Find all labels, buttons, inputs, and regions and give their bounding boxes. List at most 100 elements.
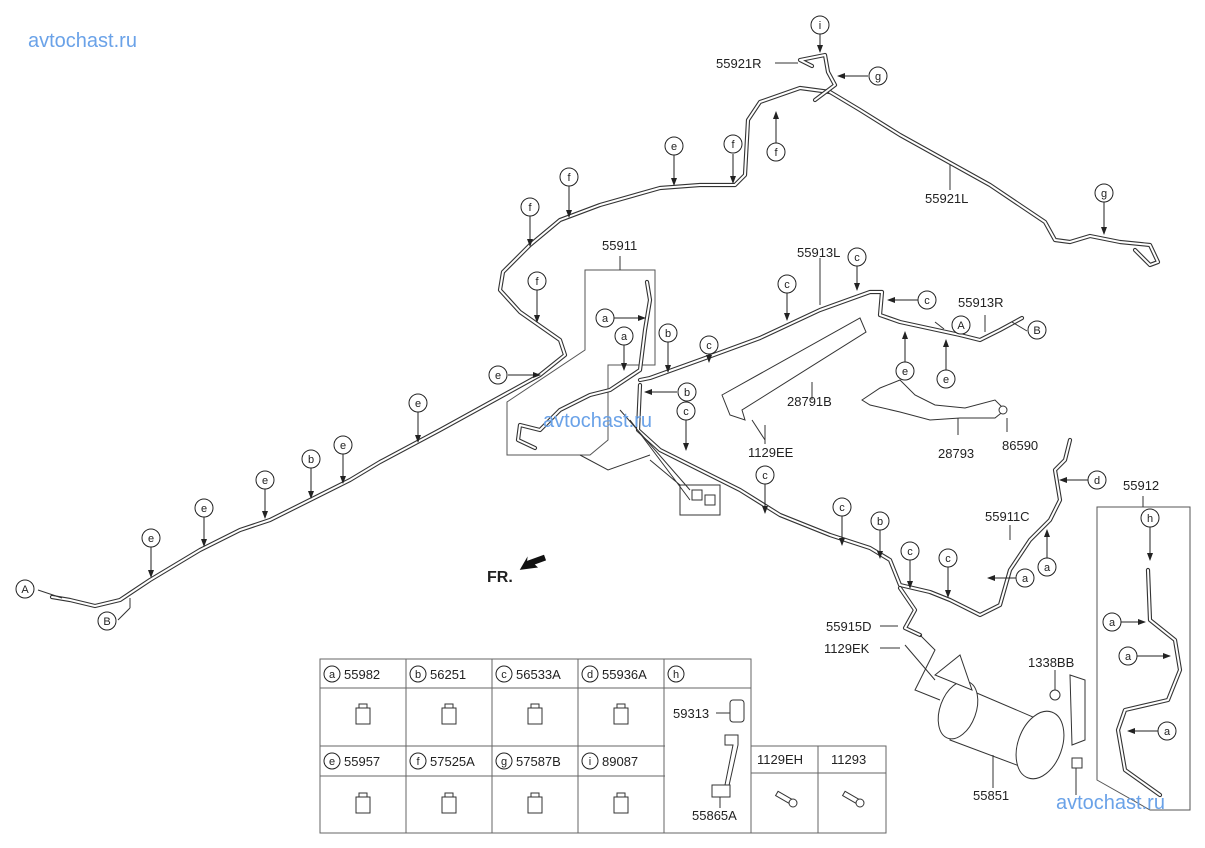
svg-text:h: h (1147, 513, 1153, 525)
legend-cell-g: g 57587B (495, 752, 561, 814)
clip-callout-f: f (520, 197, 540, 217)
clip-callout-a: a (1102, 612, 1122, 632)
clip-callout-f: f (723, 134, 743, 154)
legend-part-g: 57587B (516, 754, 561, 769)
svg-text:c: c (854, 252, 860, 264)
svg-text:e: e (943, 374, 949, 386)
clip-callout-a: a (1157, 721, 1177, 741)
watermark-bottom-right: avtochast.ru (1056, 792, 1165, 814)
clip-callout-a: a (614, 326, 634, 346)
clip-c-icon (527, 703, 543, 725)
svg-text:a: a (1109, 617, 1116, 629)
group-box-55911 (506, 269, 656, 456)
clip-callout-e: e (895, 361, 915, 381)
pipe-front-lower (635, 382, 1073, 618)
svg-text:f: f (774, 147, 778, 159)
legend-part-e: 55957 (344, 754, 380, 769)
svg-text:h: h (673, 669, 679, 681)
bracket-28791B (721, 317, 867, 421)
nut-86590 (998, 405, 1008, 415)
svg-text:b: b (877, 516, 883, 528)
clip-b-icon (441, 703, 457, 725)
clip-callout-e: e (255, 470, 275, 490)
clip-callout-h: h (1140, 508, 1160, 528)
svg-text:c: c (762, 470, 768, 482)
label-28791B: 28791B (787, 394, 832, 409)
clip-callout-c: c (832, 497, 852, 517)
group-box-55912 (1096, 506, 1191, 811)
svg-text:b: b (415, 669, 421, 681)
clip-callout-c: c (676, 401, 696, 421)
clip-callout-a: a (1037, 557, 1057, 577)
svg-text:f: f (535, 276, 539, 288)
svg-text:c: c (945, 553, 951, 565)
sensor-59313-icon (729, 699, 745, 723)
clip-callout-e: e (408, 393, 428, 413)
clip-callout-e: e (936, 369, 956, 389)
label-55851: 55851 (973, 788, 1009, 803)
clip-callout-f: f (527, 271, 547, 291)
clip-f-icon (441, 792, 457, 814)
svg-text:B: B (103, 616, 110, 628)
svg-text:A: A (21, 584, 29, 596)
clip-callout-c: c (917, 290, 937, 310)
label-1129EK: 1129EK (824, 641, 870, 656)
svg-text:f: f (731, 139, 735, 151)
connector-callout-A: A (951, 315, 971, 335)
bolt-11293-icon (841, 790, 865, 808)
svg-text:g: g (875, 71, 881, 83)
svg-text:a: a (1044, 562, 1051, 574)
svg-text:g: g (1101, 188, 1107, 200)
clip-callout-e: e (488, 365, 508, 385)
svg-text:c: c (501, 669, 507, 681)
clip-callout-b: b (677, 382, 697, 402)
svg-text:i: i (819, 20, 821, 32)
label-55911C: 55911C (985, 509, 1030, 524)
clip-callout-c: c (938, 548, 958, 568)
pipe-55921R (797, 52, 838, 103)
svg-text:f: f (528, 202, 532, 214)
svg-text:i: i (589, 756, 591, 768)
clip-callout-b: b (870, 511, 890, 531)
clip-callout-g: g (868, 66, 888, 86)
svg-text:g: g (501, 756, 507, 768)
svg-text:e: e (671, 141, 677, 153)
clip-callout-c: c (900, 541, 920, 561)
clip-i-icon (613, 792, 629, 814)
connector-callout-B: B (1027, 320, 1047, 340)
legend-cell-c: c 56533A (495, 665, 561, 725)
svg-text:c: c (784, 279, 790, 291)
clip-callout-c: c (777, 274, 797, 294)
svg-text:A: A (957, 320, 965, 332)
clip-callout-i: i (810, 15, 830, 35)
clip-callout-c: c (755, 465, 775, 485)
svg-text:c: c (839, 502, 845, 514)
clip-callout-f: f (766, 142, 786, 162)
legend-part-b: 56251 (430, 667, 466, 682)
pipe-55912 (1115, 567, 1183, 798)
label-55915D: 55915D (826, 619, 872, 634)
svg-text:e: e (329, 756, 335, 768)
watermark-top-left: avtochast.ru (28, 30, 137, 52)
clip-g-icon (527, 792, 543, 814)
svg-text:a: a (602, 313, 609, 325)
svg-text:b: b (684, 387, 690, 399)
svg-text:e: e (495, 370, 501, 382)
clip-e-icon (355, 792, 371, 814)
svg-text:e: e (148, 533, 154, 545)
clip-callout-e: e (664, 136, 684, 156)
clip-callout-e: e (333, 435, 353, 455)
label-55865A: 55865A (692, 808, 737, 823)
svg-text:a: a (1022, 573, 1029, 585)
legend-part-c: 56533A (516, 667, 561, 682)
fr-label: FR. (487, 569, 513, 586)
clip-d-icon (613, 703, 629, 725)
bracket-28793 (861, 379, 1006, 421)
legend-part-a: 55982 (344, 667, 380, 682)
clip-callout-f: f (559, 167, 579, 187)
label-86590: 86590 (1002, 438, 1038, 453)
svg-text:a: a (621, 331, 628, 343)
clip-callout-b: b (301, 449, 321, 469)
